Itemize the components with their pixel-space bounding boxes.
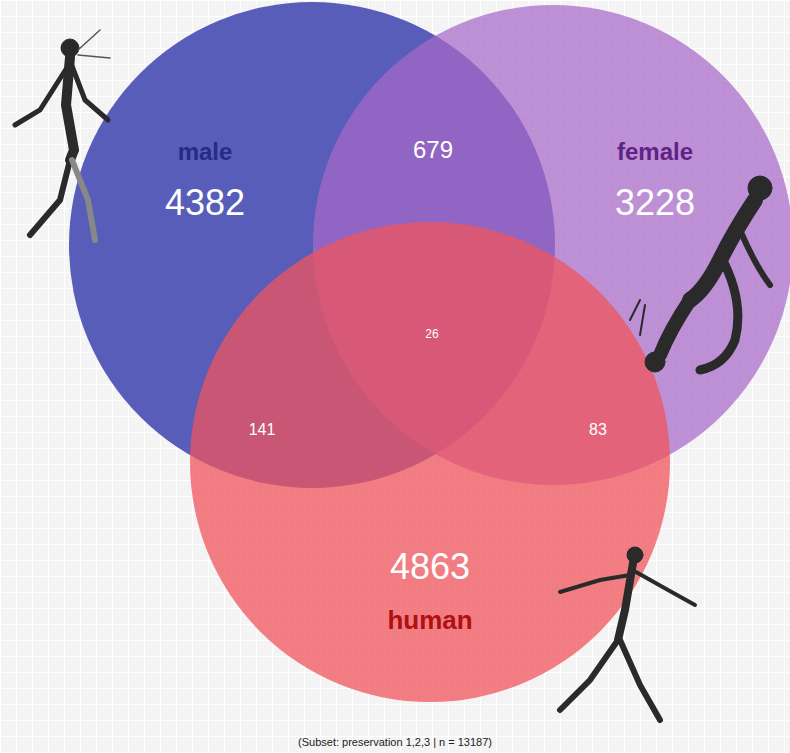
female-figure <box>630 176 772 372</box>
set-name: human <box>387 606 472 635</box>
set-name: female <box>617 139 693 165</box>
human-circle: human 4863 <box>190 222 670 702</box>
set-name: male <box>178 139 233 165</box>
human-figure <box>560 547 695 720</box>
caption: (Subset: preservation 1,2,3 | n = 13187) <box>298 736 492 748</box>
male-figure <box>15 30 110 240</box>
intersection-count: 141 <box>249 421 276 439</box>
set-count: 4863 <box>390 547 470 587</box>
intersection-count: 83 <box>589 421 607 439</box>
intersection-count: 679 <box>413 137 453 163</box>
set-count: 3228 <box>615 183 695 223</box>
intersection-count: 26 <box>425 328 438 341</box>
set-count: 4382 <box>165 183 245 223</box>
